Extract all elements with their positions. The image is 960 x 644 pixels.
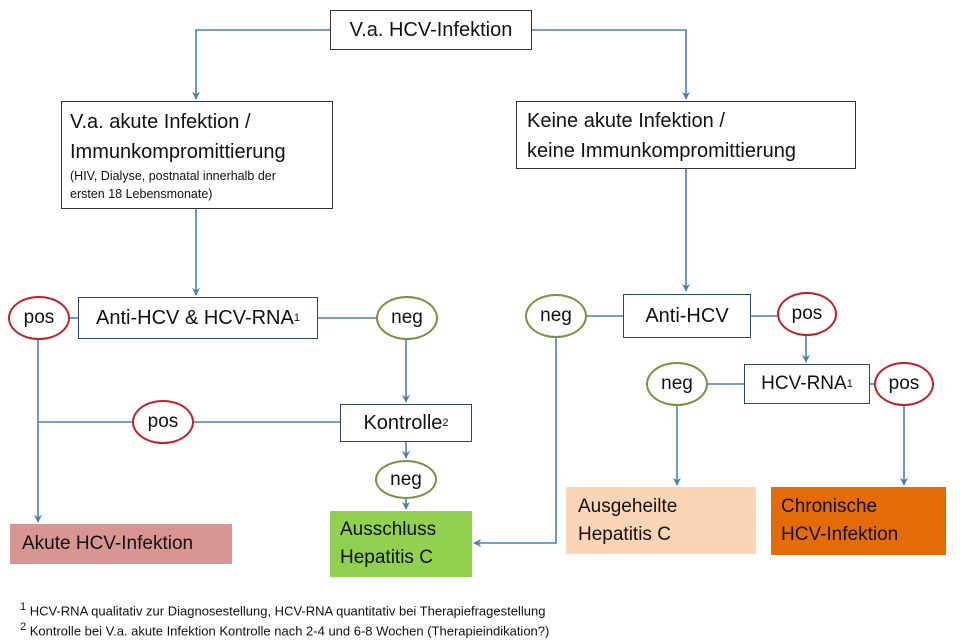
kontrolle-label: Kontrolle <box>363 412 443 434</box>
test-anti-hcv-rna-label: Anti-HCV & HCV-RNA <box>96 307 294 329</box>
nonacute-node: Keine akute Infektion / keine Immunkompr… <box>516 101 856 169</box>
outcome-akute-label: Akute HCV-Infektion <box>22 533 194 554</box>
pos-oval-2: pos <box>132 400 194 444</box>
neg-oval-3: neg <box>525 294 587 338</box>
neg-label: neg <box>661 373 693 394</box>
footnote-1-text: HCV-RNA qualitativ zur Diagnosestellung,… <box>26 603 546 619</box>
outcome-ausgeheilt: Ausgeheilte Hepatitis C <box>566 487 756 554</box>
outcome-chronisch-line1: Chronische <box>781 496 878 517</box>
pos-label: pos <box>23 307 55 328</box>
connector-neg3-to-ausschluss <box>473 338 557 547</box>
neg-oval-4: neg <box>646 362 708 406</box>
test-anti-hcv-label: Anti-HCV <box>645 305 729 327</box>
footnote-1-mark: 1 <box>20 601 27 613</box>
outcome-chronisch: Chronische HCV-Infektion <box>771 487 946 555</box>
nonacute-title-line2: keine Immunkompromittierung <box>527 140 796 162</box>
outcome-chronisch-line2: HCV-Infektion <box>781 524 899 545</box>
connector-root-to-nonacute <box>532 29 690 100</box>
pos-label: pos <box>147 411 179 432</box>
footnote-ref-2: 2 <box>442 417 449 429</box>
footnote-2: 2 Kontrolle bei V.a. akute Infektion Kon… <box>20 618 549 640</box>
root-node: V.a. HCV-Infektion <box>330 10 532 50</box>
neg-oval-1: neg <box>376 296 438 340</box>
pos-oval-4: pos <box>874 362 934 406</box>
pos-label: pos <box>791 303 823 324</box>
neg-oval-2: neg <box>375 460 437 499</box>
pos-oval-1: pos <box>8 296 70 340</box>
outcome-ausschluss: Ausschluss Hepatitis C <box>330 511 472 577</box>
connector-root-to-acute <box>192 29 330 100</box>
outcome-akute: Akute HCV-Infektion <box>10 524 232 564</box>
outcome-ausschluss-line2: Hepatitis C <box>340 547 433 568</box>
nonacute-title-line1: Keine akute Infektion / <box>527 110 725 132</box>
acute-title-line2: Immunkompromittierung <box>70 141 286 163</box>
footnote-1: 1 HCV-RNA qualitativ zur Diagnosestellun… <box>20 598 545 620</box>
neg-label: neg <box>540 305 572 326</box>
neg-label: neg <box>391 307 423 328</box>
hcv-rna-label: HCV-RNA <box>761 373 847 394</box>
acute-title-line1: V.a. akute Infektion / <box>70 111 251 133</box>
pos-oval-3: pos <box>777 292 837 336</box>
footnote-2-text: Kontrolle bei V.a. akute Infektion Kontr… <box>26 623 550 639</box>
outcome-ausgeheilt-line1: Ausgeheilte <box>578 495 678 517</box>
neg-label: neg <box>390 468 422 490</box>
footnote-2-mark: 2 <box>20 621 27 633</box>
pos-label: pos <box>888 373 920 394</box>
acute-note-line2: ersten 18 Lebensmonate) <box>70 187 213 201</box>
test-anti-hcv-node: Anti-HCV <box>623 294 751 338</box>
root-label: V.a. HCV-Infektion <box>349 19 513 41</box>
footnote-ref-1b: 1 <box>846 378 853 390</box>
outcome-ausschluss-line1: Ausschluss <box>340 519 437 540</box>
outcome-ausgeheilt-line2: Hepatitis C <box>578 523 671 545</box>
acute-note-line1: (HIV, Dialyse, postnatal innerhalb der <box>70 169 276 183</box>
acute-node: V.a. akute Infektion / Immunkompromittie… <box>61 101 333 209</box>
footnote-ref-1: 1 <box>293 312 300 324</box>
